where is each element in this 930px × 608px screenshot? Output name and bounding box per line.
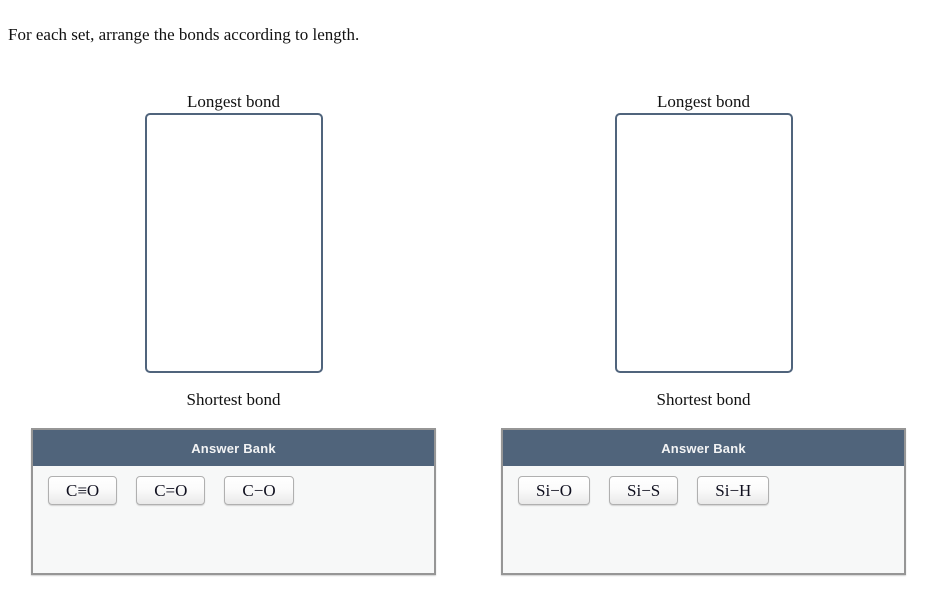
bond-chip-c-single-o[interactable]: C−O (224, 476, 294, 505)
bond-order-drop-zone[interactable] (144, 113, 323, 373)
longest-bond-label: Longest bond (656, 92, 751, 111)
answer-bank: Answer Bank C≡O C=O C−O (31, 428, 436, 575)
shortest-bond-label: Shortest bond (656, 390, 751, 409)
answer-bank-header: Answer Bank (33, 430, 434, 466)
bond-set-silicon: Longest bond Shortest bond Answer Bank S… (501, 90, 906, 575)
instruction-text: For each set, arrange the bonds accordin… (8, 25, 360, 44)
answer-bank-items: C≡O C=O C−O (33, 466, 434, 505)
answer-bank-header: Answer Bank (503, 430, 904, 466)
shortest-bond-label: Shortest bond (186, 390, 281, 409)
bond-set-carbon: Longest bond Shortest bond Answer Bank C… (31, 90, 436, 575)
bond-chip-si-h[interactable]: Si−H (697, 476, 770, 505)
bond-chip-si-o[interactable]: Si−O (518, 476, 591, 505)
bond-chip-si-s[interactable]: Si−S (609, 476, 679, 505)
bond-order-drop-zone[interactable] (614, 113, 793, 373)
answer-bank: Answer Bank Si−O Si−S Si−H (501, 428, 906, 575)
longest-bond-label: Longest bond (186, 92, 281, 111)
bond-chip-c-triple-o[interactable]: C≡O (48, 476, 118, 505)
bond-chip-c-double-o[interactable]: C=O (136, 476, 206, 505)
answer-bank-items: Si−O Si−S Si−H (503, 466, 904, 505)
